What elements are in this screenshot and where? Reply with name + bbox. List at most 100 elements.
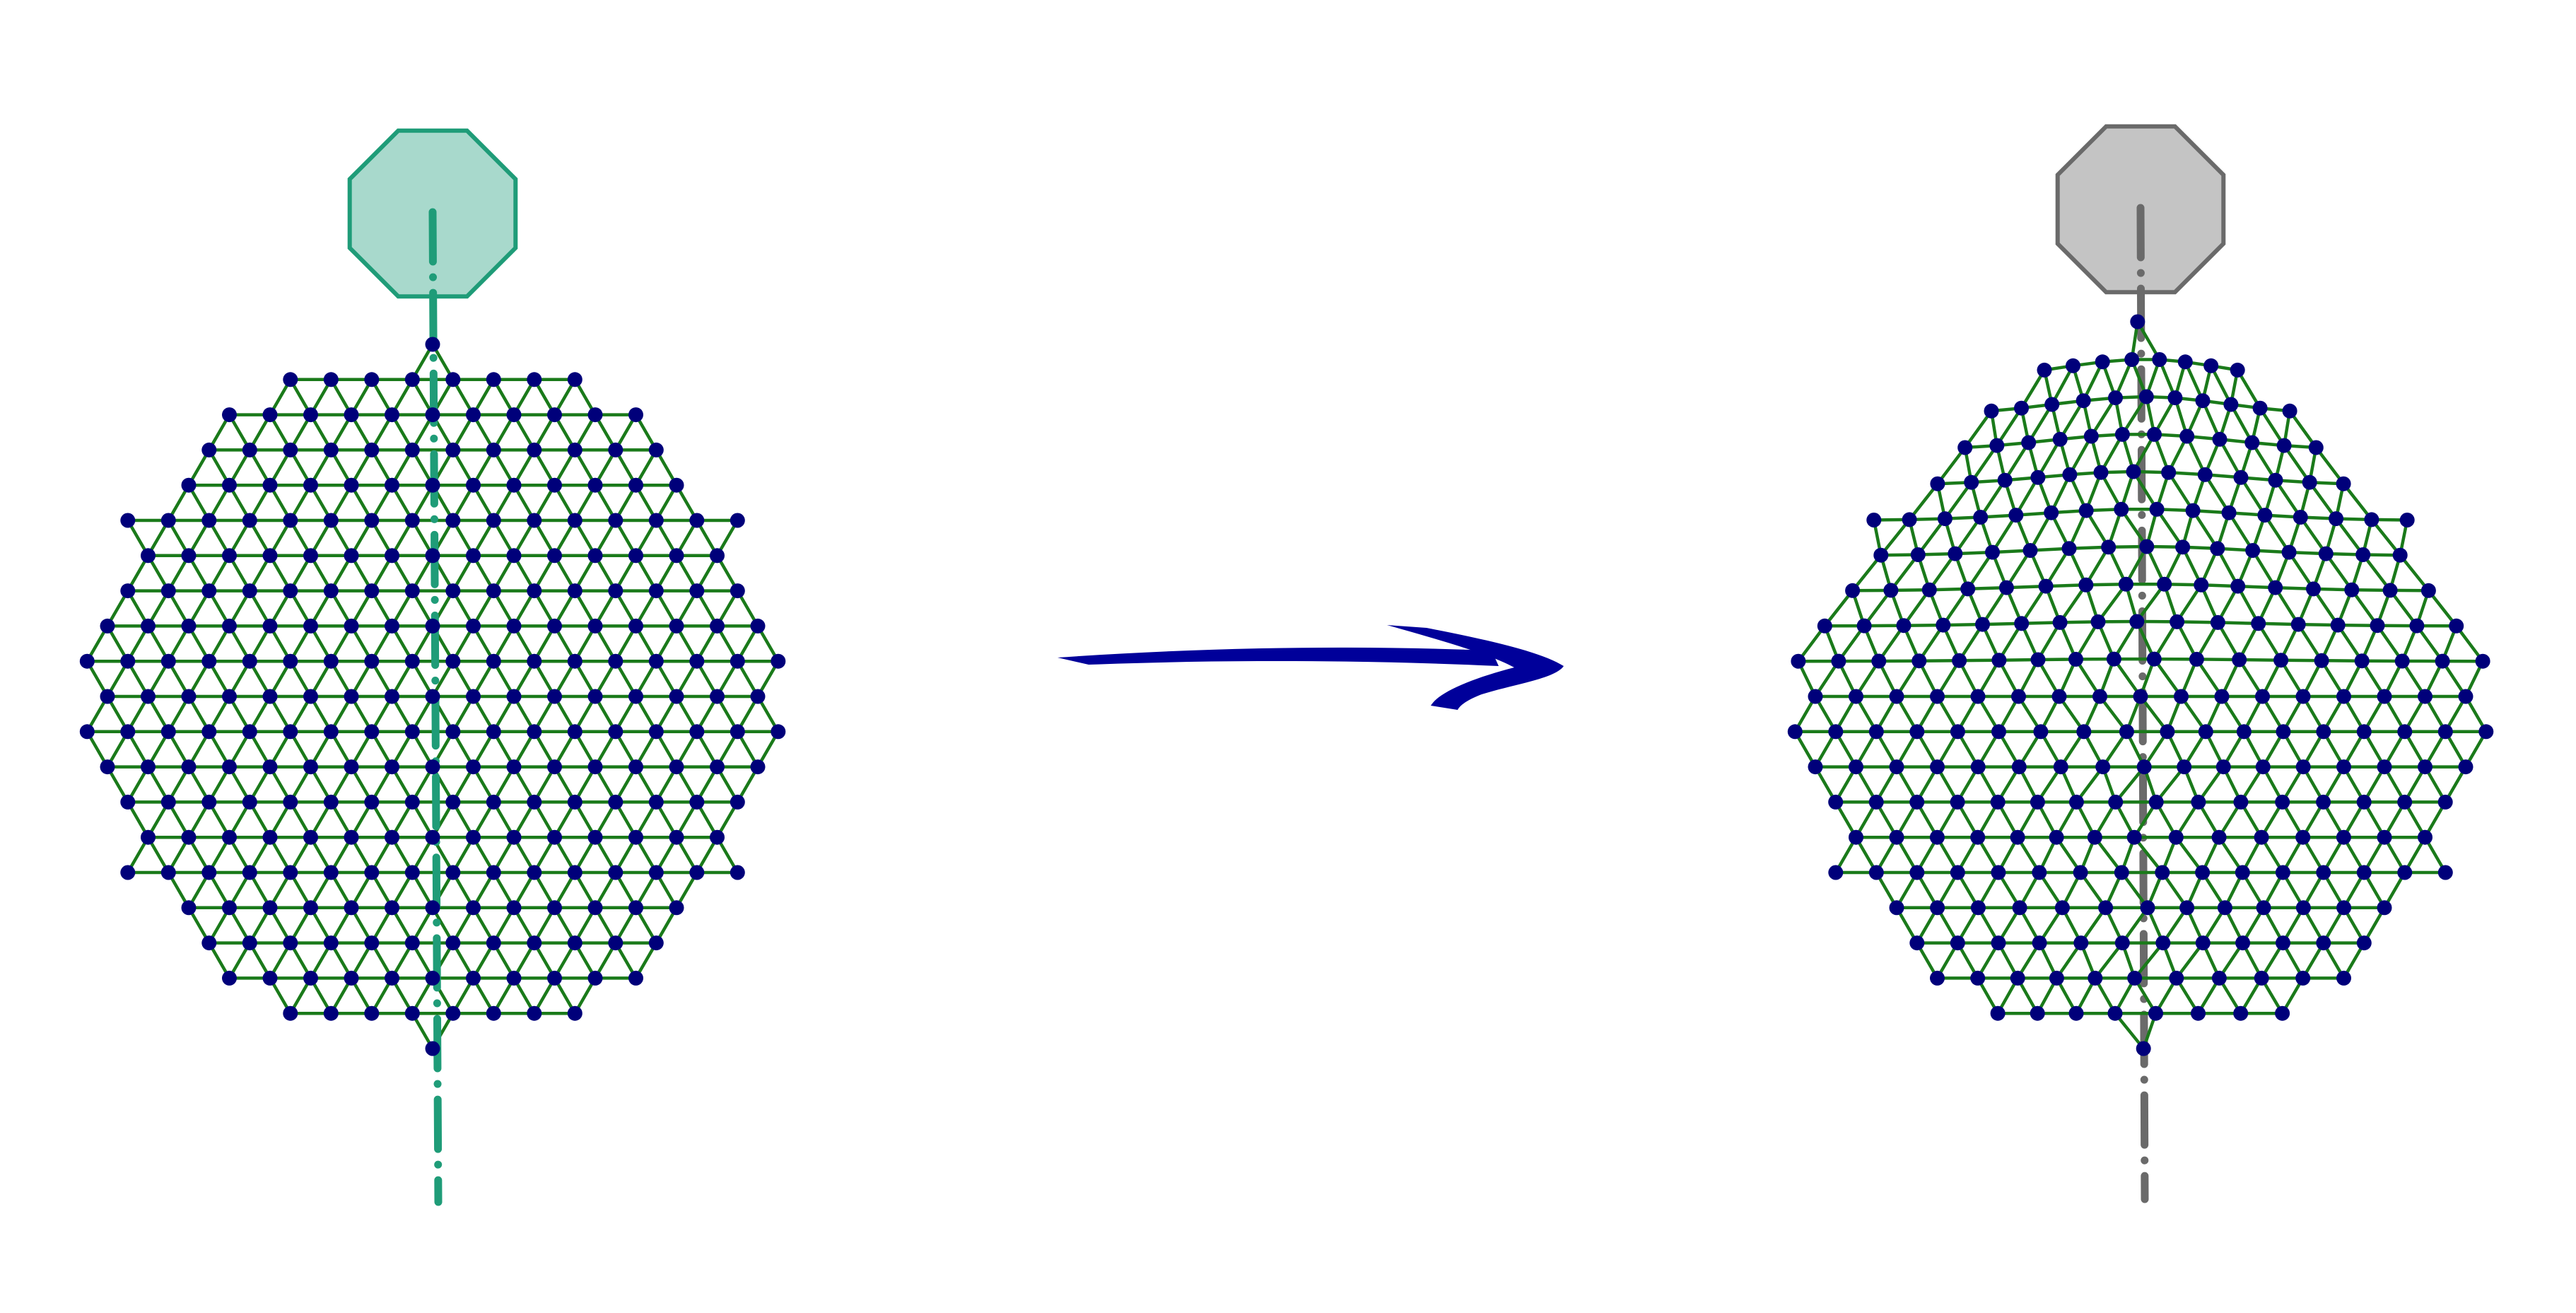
left-mesh-node	[567, 583, 582, 599]
right-mesh-node	[2054, 900, 2070, 916]
left-mesh-node	[506, 618, 522, 634]
left-mesh-node	[323, 1005, 339, 1021]
left-mesh-node	[527, 583, 542, 599]
right-mesh-node	[2191, 1005, 2206, 1021]
left-mesh-node	[506, 689, 522, 704]
right-mesh-node	[2377, 900, 2392, 916]
right-mesh-edge	[2341, 482, 2374, 522]
left-mesh-node	[242, 865, 257, 880]
right-mesh-node	[2282, 403, 2297, 419]
right-mesh-edge	[1969, 443, 1999, 484]
left-mesh-node	[262, 689, 278, 704]
right-mesh-node	[2194, 577, 2209, 593]
right-mesh-node	[2038, 578, 2054, 594]
left-mesh-node	[486, 372, 501, 387]
right-mesh-edge	[2058, 583, 2088, 624]
left-mesh-node	[547, 477, 562, 493]
right-mesh-node	[2437, 865, 2453, 880]
right-mesh-node	[1831, 653, 1846, 669]
left-mesh-node	[689, 794, 705, 810]
right-mesh-node	[1808, 689, 1823, 704]
left-mesh-node	[608, 653, 623, 669]
left-mesh-node	[771, 724, 786, 740]
right-mesh-node	[2010, 829, 2025, 845]
left-mesh-node	[445, 442, 461, 457]
right-mesh-node	[2127, 970, 2143, 986]
right-mesh-node	[1950, 865, 1965, 880]
left-mesh-node	[120, 794, 136, 810]
right-mesh-node	[1970, 900, 1986, 916]
left-mesh-node	[385, 618, 399, 634]
left-mesh-node	[466, 407, 481, 423]
right-mesh-node	[2191, 794, 2206, 810]
left-mesh-node	[466, 829, 481, 845]
left-mesh-node	[222, 970, 237, 986]
left-mesh-node	[364, 865, 380, 880]
left-mesh-node	[242, 935, 257, 951]
right-mesh-node	[2420, 583, 2436, 598]
right-mesh-node	[2233, 1005, 2249, 1021]
left-mesh-node	[445, 513, 461, 528]
left-mesh-node	[323, 724, 339, 740]
right-mesh-node	[2293, 510, 2308, 525]
left-mesh-node	[669, 829, 684, 845]
right-mesh-node	[1991, 935, 2006, 951]
left-mesh-node	[283, 653, 298, 669]
left-mesh-node	[201, 865, 217, 880]
right-mesh-node	[2119, 724, 2134, 740]
right-mesh-node	[2409, 618, 2425, 634]
right-mesh-node	[2138, 389, 2154, 404]
left-mesh-node	[689, 583, 705, 599]
right-mesh-node	[2161, 465, 2177, 480]
right-mesh-node	[2336, 970, 2351, 986]
right-mesh-node	[2336, 900, 2352, 916]
right-mesh-node	[2093, 465, 2109, 480]
left-mesh-node	[201, 653, 217, 669]
left-mesh-node	[648, 653, 664, 669]
right-mesh-node	[2147, 426, 2162, 442]
left-mesh-node	[364, 724, 380, 740]
right-mesh-node	[1950, 794, 1965, 810]
right-mesh-node	[1909, 935, 1925, 951]
left-mesh-node	[160, 865, 176, 880]
arrow-head	[1387, 625, 1564, 710]
right-mesh-node	[2268, 580, 2283, 595]
right-mesh-node	[2336, 689, 2351, 704]
left-mesh-node	[486, 583, 501, 599]
right-mesh-node	[1930, 689, 1945, 704]
right-mesh-node	[2022, 543, 2038, 558]
right-mesh-node	[2073, 935, 2089, 951]
right-mesh-node	[2254, 970, 2269, 986]
left-mesh-node	[242, 724, 257, 740]
right-mesh-node	[2030, 469, 2046, 485]
left-mesh-node	[527, 1005, 542, 1021]
right-mesh-node	[2235, 935, 2251, 951]
left-mesh-node	[466, 970, 481, 986]
right-mesh-node	[2221, 505, 2237, 520]
left-mesh-node	[445, 865, 461, 880]
right-mesh-node	[2437, 724, 2453, 740]
left-mesh-node	[669, 618, 684, 634]
right-mesh-node	[2195, 865, 2211, 880]
left-mesh-node	[262, 618, 278, 634]
right-mesh-node	[1991, 724, 2006, 740]
left-mesh-node	[283, 935, 298, 951]
left-mesh-node	[344, 548, 359, 564]
right-mesh-node	[2021, 435, 2037, 450]
left-mesh-node	[344, 477, 359, 493]
left-mesh-node	[730, 653, 745, 669]
right-mesh-edge	[2154, 765, 2186, 804]
left-mesh-node	[466, 900, 481, 916]
right-mesh-node	[2118, 576, 2133, 592]
left-mesh-node	[242, 513, 257, 528]
right-mesh-node	[2244, 435, 2260, 450]
right-mesh-node	[2255, 689, 2270, 704]
left-mesh-node	[100, 689, 115, 704]
left-mesh-node	[141, 689, 156, 704]
left-mesh-node	[669, 900, 684, 916]
right-mesh-node	[2140, 900, 2155, 916]
left-mesh-node	[506, 759, 522, 775]
left-mesh-node	[547, 759, 562, 775]
right-mesh-edge	[2195, 658, 2224, 699]
left-mesh-node	[466, 548, 481, 564]
